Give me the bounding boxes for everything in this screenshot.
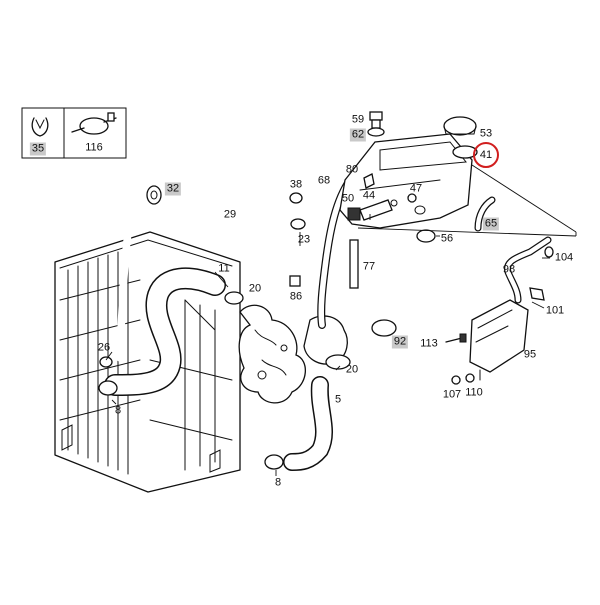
part-label-35: 35 xyxy=(29,142,47,156)
part-label-62: 62 xyxy=(349,128,367,142)
part-label-110: 110 xyxy=(465,386,483,399)
reservoir-95 xyxy=(469,299,529,381)
clip-icon xyxy=(31,117,49,137)
part-label-107: 107 xyxy=(442,388,462,401)
part-label-23: 23 xyxy=(297,233,311,246)
part-label-29: 29 xyxy=(223,208,237,221)
clamp-icon xyxy=(71,112,117,135)
part-label-101: 101 xyxy=(545,304,565,317)
part-label-53: 53 xyxy=(479,127,493,140)
part-label-65: 65 xyxy=(482,217,500,231)
part-label-38: 38 xyxy=(289,178,303,191)
expansion-tank xyxy=(339,133,478,229)
hose-29 xyxy=(116,201,292,362)
hose-5 xyxy=(283,376,333,471)
part-label-50: 50 xyxy=(341,192,355,205)
part-label-59: 59 xyxy=(351,113,365,126)
radiator xyxy=(54,231,241,493)
part-label-56: 56 xyxy=(440,232,454,245)
part-label-104: 104 xyxy=(554,251,574,264)
part-label-32: 32 xyxy=(164,182,182,196)
part-label-44: 44 xyxy=(362,189,376,202)
pipe-77 xyxy=(349,239,359,289)
part-label-95: 95 xyxy=(523,348,537,361)
part-label-8-left: 8 xyxy=(114,404,122,417)
part-label-92: 92 xyxy=(391,335,409,349)
part-label-20-upper: 20 xyxy=(248,282,262,295)
part-label-5: 5 xyxy=(334,393,342,406)
part-label-8-bottom: 8 xyxy=(274,476,282,489)
temperature-sender xyxy=(347,199,398,221)
part-label-47: 47 xyxy=(409,182,423,195)
radiator-cap xyxy=(443,116,477,136)
small-parts xyxy=(98,173,554,470)
part-label-11: 11 xyxy=(218,262,230,275)
part-label-20-lower: 20 xyxy=(345,363,359,376)
water-outlet xyxy=(303,315,351,370)
part-label-116: 116 xyxy=(85,141,103,154)
part-label-77: 77 xyxy=(362,260,376,273)
sensor-stack xyxy=(367,111,385,137)
part-label-80: 80 xyxy=(345,163,359,176)
part-label-41: 41 xyxy=(473,142,499,168)
part-label-26: 26 xyxy=(97,341,111,354)
part-label-113: 113 xyxy=(420,337,438,350)
hose-65 xyxy=(474,196,496,232)
thermostat-housing xyxy=(238,304,306,404)
part-label-68: 68 xyxy=(317,174,331,187)
leader-lines xyxy=(105,164,577,476)
legend-box xyxy=(21,107,127,159)
hose-11 xyxy=(104,267,226,396)
part-label-86: 86 xyxy=(289,290,303,303)
hose-68 xyxy=(317,176,354,329)
part-label-98: 98 xyxy=(502,263,516,276)
hose-98 xyxy=(504,236,552,304)
